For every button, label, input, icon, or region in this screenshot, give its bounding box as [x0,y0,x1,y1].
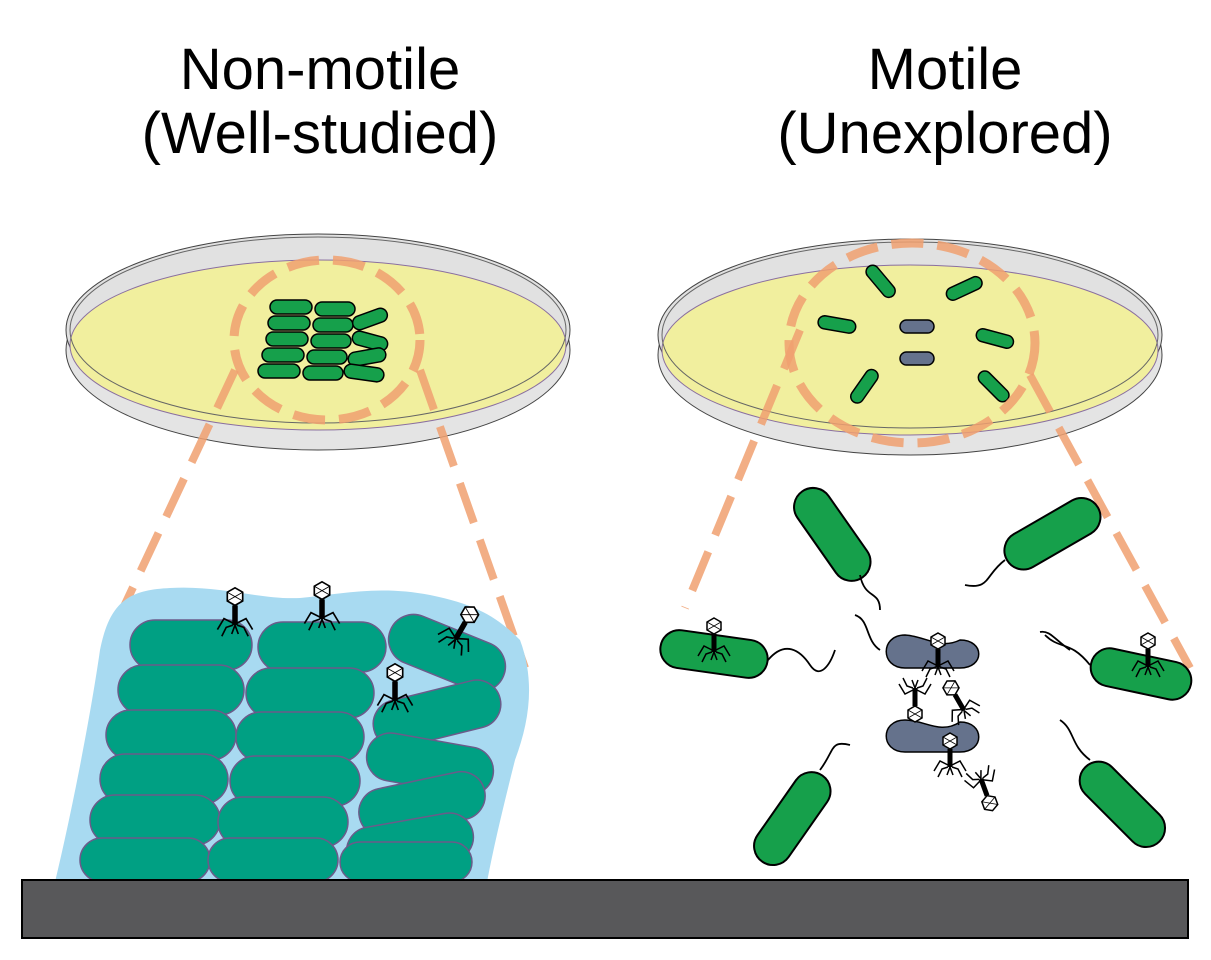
right-petri-dish [657,238,1163,456]
surface-bar [21,879,1189,939]
left-title-line1: Non-motile [179,37,461,102]
left-panel-title: Non-motile (Well-studied) [20,38,620,166]
phage-icon [932,672,984,728]
left-zoom-circle [229,255,425,425]
biofilm-cells [79,613,507,883]
right-title-line2: (Unexplored) [777,101,1113,166]
zoom-lines [116,328,1194,670]
right-title-line1: Motile [867,37,1023,102]
phage-icon [898,677,932,723]
lysed-cells [885,634,980,753]
left-title-line2: (Well-studied) [141,101,499,166]
flagella [767,559,1091,771]
right-panel-title: Motile (Unexplored) [645,38,1211,166]
right-zoom-circle [784,238,1040,448]
right-dish-cells [817,264,1015,404]
left-dish-colony [257,299,389,383]
phage-icon [961,763,1009,817]
